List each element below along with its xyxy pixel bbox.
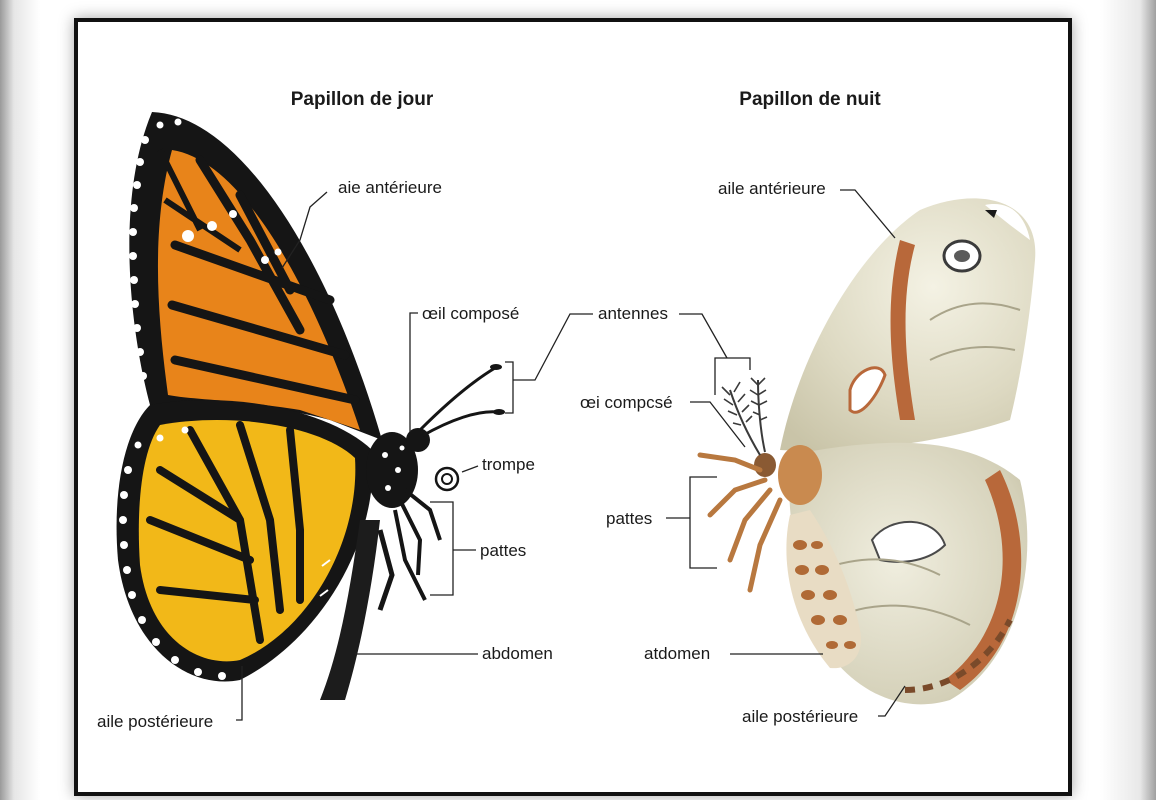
moth-forewing [780, 198, 1035, 451]
label-night-eye: œi compcsé [580, 393, 673, 412]
title-papillon-de-jour: Papillon de jour [291, 89, 434, 110]
monarch-hindwing [117, 400, 373, 681]
label-day-abdomen: abdomen [482, 644, 553, 663]
label-day-legs: pattes [480, 541, 526, 560]
monarch-butterfly [117, 112, 505, 700]
label-night-legs: pattes [606, 509, 652, 528]
title-papillon-de-nuit: Papillon de nuit [739, 89, 881, 110]
label-day-eye: œil composé [422, 304, 519, 323]
monarch-forewing [129, 112, 382, 440]
label-day-hindwing: aile postérieure [97, 712, 213, 731]
label-night-forewing: aile antérieure [718, 179, 826, 198]
label-day-proboscis: trompe [482, 455, 535, 474]
label-antennae: antennes [598, 304, 668, 323]
label-night-hindwing: aile postérieure [742, 707, 858, 726]
label-night-abdomen: atdomen [644, 644, 710, 663]
moth [700, 198, 1035, 704]
label-day-forewing: aie antérieure [338, 178, 442, 197]
